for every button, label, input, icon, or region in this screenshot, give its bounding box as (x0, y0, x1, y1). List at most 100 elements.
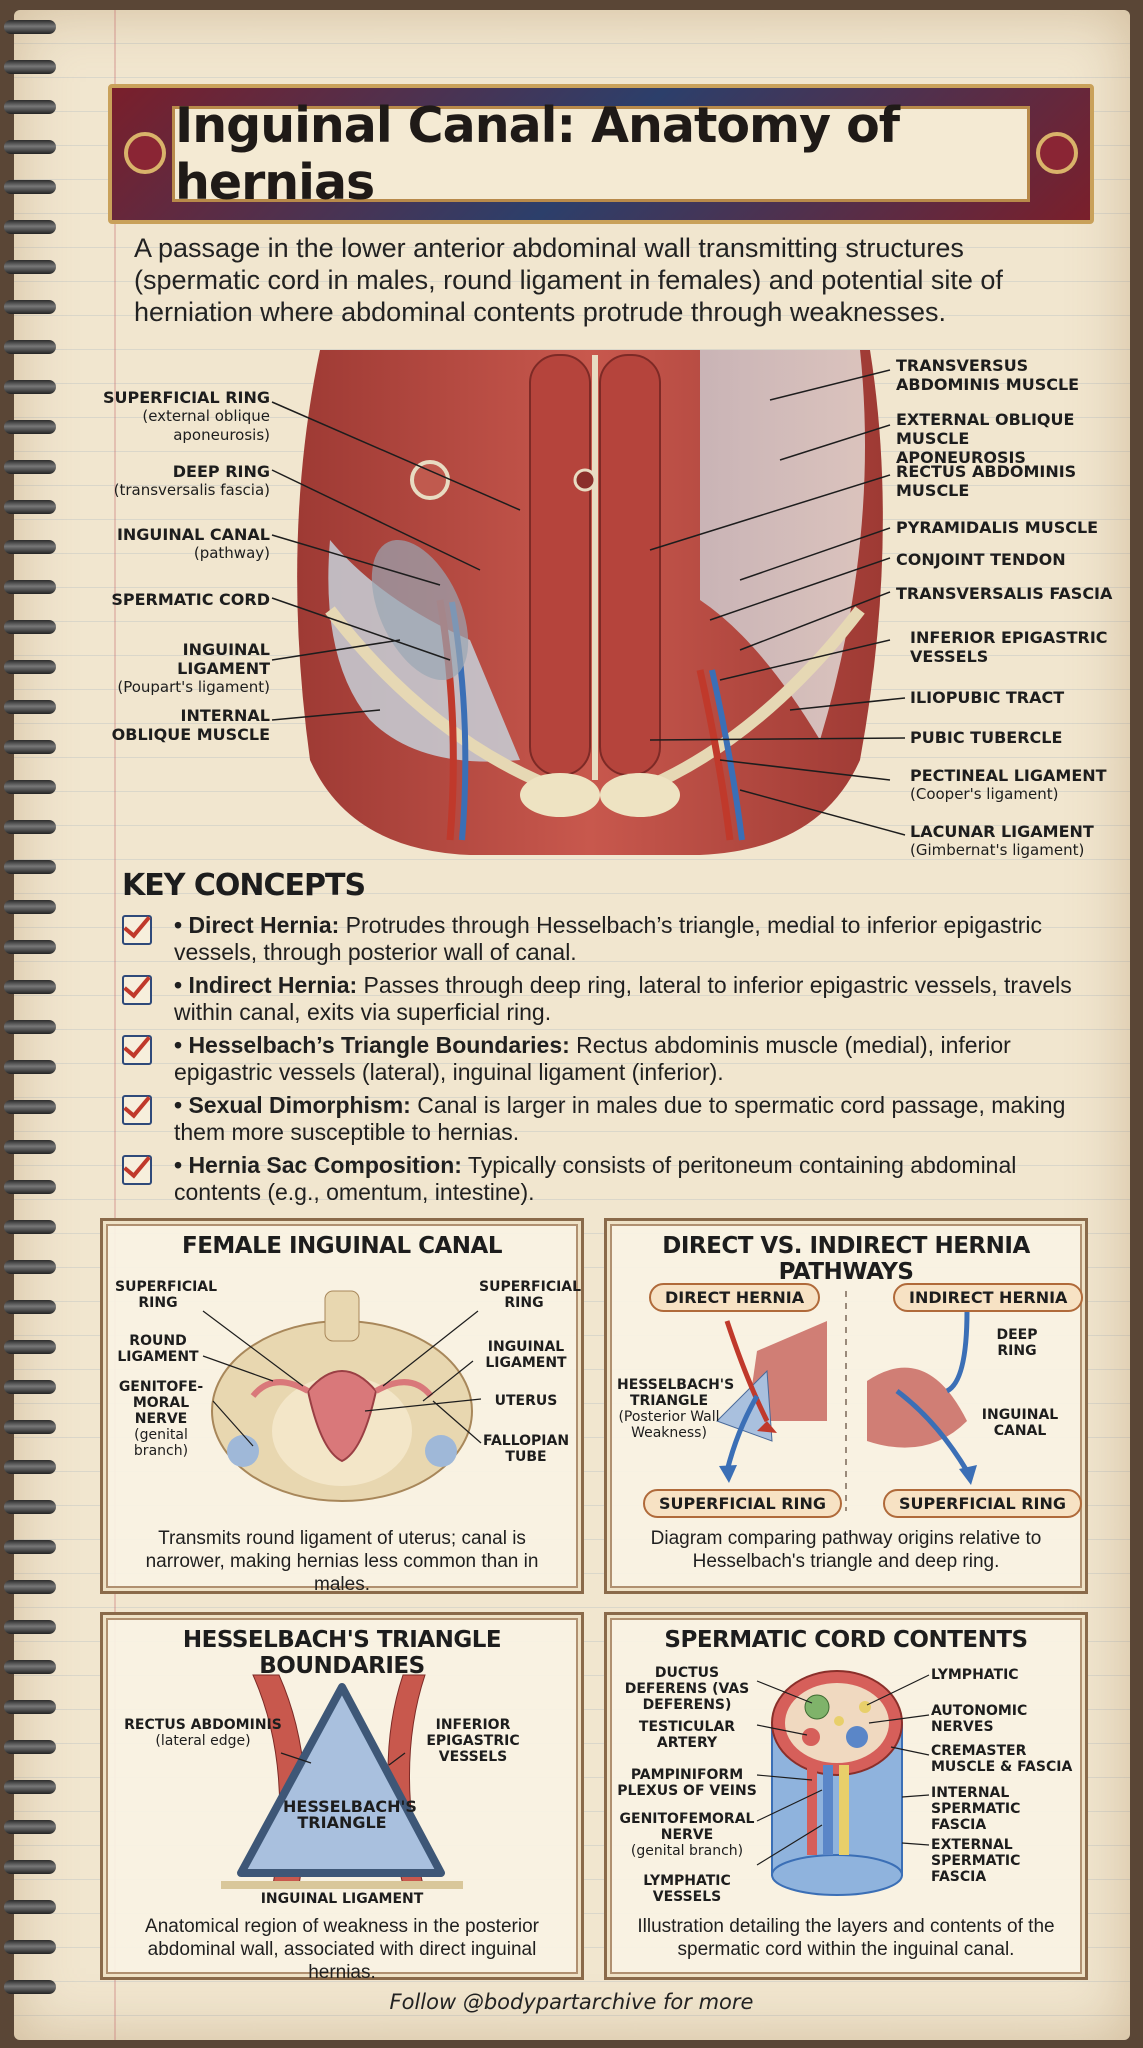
label-transversus-abdominis: TRANSVERSUS ABDOMINIS MUSCLE (896, 356, 1080, 394)
spiral-ring-icon (4, 1820, 56, 1834)
title-banner: Inguinal Canal: Anatomy of hernias (108, 84, 1094, 224)
spiral-ring-icon (4, 940, 56, 954)
spiral-ring-icon (4, 780, 56, 794)
spiral-ring-icon (4, 1180, 56, 1194)
hesselbach-triangle-illustration (221, 1674, 463, 1889)
label-cremaster: CREMASTER MUSCLE & FASCIA (931, 1743, 1073, 1775)
label-superficial-ring: SUPERFICIAL RING(external oblique aponeu… (102, 388, 270, 444)
panel-direct-vs-indirect: DIRECT VS. INDIRECT HERNIA PATHWAYS DIRE… (604, 1218, 1088, 1594)
label-autonomic-nerves: AUTONOMIC NERVES (931, 1703, 1028, 1735)
spiral-ring-icon (4, 1420, 56, 1434)
label-transversalis-fascia: TRANSVERSALIS FASCIA (896, 584, 1113, 603)
spiral-ring-icon (4, 1860, 56, 1874)
label-inferior-epigastric: INFERIOR EPIGASTRIC VESSELS (426, 1717, 520, 1765)
panel-caption: Diagram comparing pathway origins relati… (650, 1528, 1042, 1572)
label-internal-spermatic-fascia: INTERNAL SPERMATIC FASCIA (931, 1785, 1021, 1833)
panel-title: DIRECT VS. INDIRECT HERNIA PATHWAYS (662, 1233, 1030, 1285)
spiral-ring-icon (4, 60, 56, 74)
spiral-ring-icon (4, 1540, 56, 1554)
key-concepts-title: KEY CONCEPTS (122, 868, 366, 903)
spiral-ring-icon (4, 140, 56, 154)
external-oblique-aponeurosis (700, 350, 865, 740)
panel-spermatic-cord: SPERMATIC CORD CONTENTS (604, 1612, 1088, 1980)
spiral-ring-icon (4, 700, 56, 714)
spiral-ring-icon (4, 1620, 56, 1634)
list-item: • Sexual Dimorphism: Canal is larger in … (120, 1092, 1100, 1146)
spiral-ring-icon (4, 340, 56, 354)
spiral-ring-icon (4, 20, 56, 34)
spiral-ring-icon (4, 1220, 56, 1234)
hernia-pathway-illustration (716, 1291, 977, 1511)
spiral-ring-icon (4, 180, 56, 194)
ornament-right-icon (1036, 132, 1078, 174)
main-anatomy-diagram: SUPERFICIAL RING(external oblique aponeu… (0, 340, 1143, 860)
label-iliopubic-tract: ILIOPUBIC TRACT (910, 688, 1065, 707)
label-pectineal-ligament: PECTINEAL LIGAMENT(Cooper's ligament) (910, 766, 1107, 803)
label-round-ligament: ROUND LIGAMENT (117, 1333, 199, 1365)
inguinal-ligament-left (325, 606, 563, 796)
label-inguinal-ligament: INGUINAL LIGAMENT (485, 1339, 567, 1371)
label-superficial-ring-left: SUPERFICIAL RING (115, 1279, 218, 1311)
checkbox-checked-icon (122, 975, 152, 1005)
page-title: Inguinal Canal: Anatomy of hernias (175, 97, 900, 211)
inguinal-canal-left (371, 539, 469, 681)
key-concepts-list: • Direct Hernia: Protrudes through Hesse… (120, 912, 1100, 1212)
checkbox-checked-icon (122, 1155, 152, 1185)
spiral-ring-icon (4, 1260, 56, 1274)
spiral-ring-icon (4, 1060, 56, 1074)
label-genitofemoral-nerve: GENITOFE-MORAL NERVE(genital branch) (118, 1379, 204, 1459)
superficial-ring-tag-left: SUPERFICIAL RING (643, 1489, 843, 1518)
checkbox-checked-icon (122, 1035, 152, 1065)
spiral-ring-icon (4, 260, 56, 274)
checkbox-checked-icon (122, 1095, 152, 1125)
spiral-ring-icon (4, 740, 56, 754)
label-conjoint-tendon: CONJOINT TENDON (896, 550, 1066, 569)
spiral-ring-icon (4, 1700, 56, 1714)
rectus-right (599, 354, 661, 776)
label-inferior-epigastric: INFERIOR EPIGASTRIC VESSELS (910, 628, 1108, 666)
spiral-ring-icon (4, 980, 56, 994)
vein-right (709, 669, 745, 841)
label-ductus-deferens: DUCTUS DEFERENS (VAS DEFERENS) (624, 1665, 750, 1713)
spiral-ring-icon (4, 1380, 56, 1394)
label-spermatic-cord: SPERMATIC CORD (111, 590, 270, 609)
spiral-ring-icon (4, 860, 56, 874)
spiral-ring-icon (4, 100, 56, 114)
spiral-ring-icon (4, 1580, 56, 1594)
spiral-ring-icon (4, 220, 56, 234)
spiral-ring-icon (4, 1740, 56, 1754)
indirect-hernia-tag: INDIRECT HERNIA (893, 1283, 1084, 1312)
margin-line (114, 10, 116, 2040)
label-hesselbach-triangle: HESSELBACH'S TRIANGLE(Posterior Wall Wea… (617, 1377, 735, 1441)
anatomy-illustration (271, 350, 906, 855)
artery-right (696, 669, 734, 841)
checkbox-checked-icon (122, 915, 152, 945)
spiral-ring-icon (4, 1500, 56, 1514)
spiral-ring-icon (4, 580, 56, 594)
spiral-ring-icon (4, 1940, 56, 1954)
footer-credit: Follow @bodypartarchive for more (389, 1990, 754, 2014)
label-external-oblique: EXTERNAL OBLIQUE MUSCLE APONEUROSIS (896, 410, 1075, 467)
panel-caption: Illustration detailing the layers and co… (637, 1916, 1055, 1960)
pubic-tubercle-right (600, 773, 680, 817)
spiral-binding (0, 20, 60, 2030)
list-item: • Indirect Hernia: Passes through deep r… (120, 972, 1100, 1026)
label-lacunar-ligament: LACUNAR LIGAMENT(Gimbernat's ligament) (910, 822, 1094, 859)
label-pampiniform-plexus: PAMPINIFORM PLEXUS OF VEINS (617, 1767, 757, 1799)
rectus-left (529, 354, 591, 776)
spiral-ring-icon (4, 1020, 56, 1034)
list-item: • Hernia Sac Composition: Typically cons… (120, 1152, 1100, 1206)
pubic-tubercle-left (520, 773, 600, 817)
label-inguinal-ligament: INGUINAL LIGAMENT (260, 1891, 424, 1907)
label-fallopian-tube: FALLOPIAN TUBE (483, 1433, 570, 1465)
inguinal-ligament-right (637, 606, 865, 796)
panel-title: SPERMATIC CORD CONTENTS (664, 1627, 1028, 1653)
spiral-ring-icon (4, 1660, 56, 1674)
spiral-ring-icon (4, 420, 56, 434)
panel-hesselbach-triangle: HESSELBACH'S TRIANGLE BOUNDARIES RECTUS … (100, 1612, 584, 1983)
pelvis-illustration (202, 1290, 482, 1502)
label-deep-ring: DEEP RING (996, 1327, 1038, 1359)
spiral-ring-icon (4, 460, 56, 474)
spiral-ring-icon (4, 820, 56, 834)
